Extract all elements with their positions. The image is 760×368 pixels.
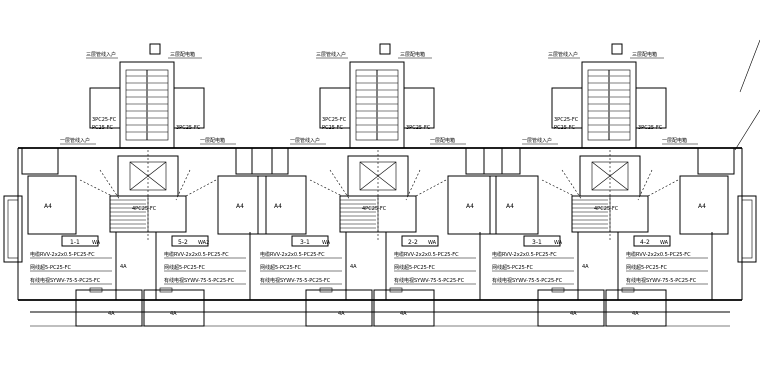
tag-right-code: WA [428, 240, 437, 246]
riser-label-left: 3PC25-FC [322, 117, 347, 123]
cable-line-right-1: 电缆RVV-2x2x0.5-PC25-FC [394, 251, 459, 258]
tag-left-text: 3-1 [300, 239, 310, 246]
room-left [257, 175, 307, 235]
top-label-left: 三层管线入户 [86, 51, 116, 58]
room-mid-label: 4A [582, 264, 589, 270]
top-label-right: 三层配电箱 [170, 51, 195, 58]
balcony-right [143, 289, 205, 327]
wiring [79, 150, 217, 240]
cable-line-left-2: 网线超5-PC25-FC [492, 264, 534, 271]
tag-right-text: 4-2 [640, 239, 650, 246]
bottom-room-left: 4A [570, 311, 577, 317]
balcony-left [537, 289, 605, 327]
room-label-left: A4 [274, 203, 282, 210]
floor-label-right: 一层配电箱 [662, 137, 687, 144]
cable-line-left-1: 电缆RVV-2x2x0.5-PC25-FC [492, 251, 557, 258]
tag-right [401, 235, 439, 247]
room-left [27, 175, 77, 235]
riser-label-right: 3PC25-FC [638, 125, 663, 131]
top-label-left: 三层管线入户 [548, 51, 578, 58]
tag-left-code: WA [92, 240, 101, 246]
panel-box [379, 43, 391, 55]
tag-right-text: 2-2 [408, 239, 418, 246]
cable-line-left-2: 网线超5-PC25-FC [260, 264, 302, 271]
floor-label-left: 一层管线入户 [60, 137, 90, 144]
room-label-left: A4 [506, 203, 514, 210]
bottom-room-right: 4A [400, 311, 407, 317]
tag-left [291, 235, 329, 247]
room-right [447, 175, 497, 235]
balcony-left [75, 289, 143, 327]
wiring [541, 150, 679, 240]
cable-line-right-2: 网线超5-PC25-FC [164, 264, 206, 271]
panel-box [611, 43, 623, 55]
cable-line-left-3: 有线电视SYWV-75-5-PC25-FC [492, 277, 563, 284]
balcony-right [605, 289, 667, 327]
bottom-room-left: 4A [338, 311, 345, 317]
cable-line-right-2: 网线超5-PC25-FC [394, 264, 436, 271]
riser-label-center: 4PC25-FC [362, 206, 387, 212]
room-left [489, 175, 539, 235]
unit-1: 三层管线入户 三层配电箱 3PC25-FC PC25-FC 3PC25-FC 一层管线入户… [21, 43, 273, 327]
tag-right-text: 5-2 [178, 239, 188, 246]
tag-right-code: WA2 [198, 240, 209, 246]
top-label-left: 三层管线入户 [316, 51, 346, 58]
bottom-room-right: 4A [632, 311, 639, 317]
room-label-right: A4 [466, 203, 474, 210]
tag-right [171, 235, 209, 247]
tag-left-text: 1-1 [70, 239, 80, 246]
cable-line-right-3: 有线电视SYWV-75-5-PC25-FC [626, 277, 697, 284]
room-label-left: A4 [44, 203, 52, 210]
cable-line-right-3: 有线电视SYWV-75-5-PC25-FC [394, 277, 465, 284]
panel-box [149, 43, 161, 55]
room-label-right: A4 [698, 203, 706, 210]
bottom-room-left: 4A [108, 311, 115, 317]
cable-line-left-1: 电缆RVV-2x2x0.5-PC25-FC [260, 251, 325, 258]
tag-left-code: WA [554, 240, 563, 246]
tag-left [523, 235, 561, 247]
top-label-right: 三层配电箱 [400, 51, 425, 58]
tag-left-code: WA [322, 240, 331, 246]
cable-line-right-1: 电缆RVV-2x2x0.5-PC25-FC [164, 251, 229, 258]
tag-left [61, 235, 99, 247]
tag-right [633, 235, 671, 247]
unit-2: 三层管线入户 三层配电箱 3PC25-FC PC25-FC 3PC25-FC 一层管线入户… [251, 43, 503, 327]
unit-3: 三层管线入户 三层配电箱 3PC25-FC PC25-FC 3PC25-FC 一层管线入户… [483, 43, 735, 327]
cable-line-left-3: 有线电视SYWV-75-5-PC25-FC [260, 277, 331, 284]
room-mid-label: 4A [350, 264, 357, 270]
cable-line-left-1: 电缆RVV-2x2x0.5-PC25-FC [30, 251, 95, 258]
cable-line-right-2: 网线超5-PC25-FC [626, 264, 668, 271]
riser-label-right: 3PC25-FC [176, 125, 201, 131]
floor-label-left: 一层管线入户 [290, 137, 320, 144]
floor-label-left: 一层管线入户 [522, 137, 552, 144]
top-label-right: 三层配电箱 [632, 51, 657, 58]
riser-label-center: 4PC25-FC [132, 206, 157, 212]
riser-label-left-2: PC25-FC [92, 125, 114, 131]
riser-label-center: 4PC25-FC [594, 206, 619, 212]
riser-label-left-2: PC25-FC [322, 125, 344, 131]
cable-line-right-1: 电缆RVV-2x2x0.5-PC25-FC [626, 251, 691, 258]
balcony-left [305, 289, 373, 327]
floor-label-right: 一层配电箱 [430, 137, 455, 144]
balcony-right [373, 289, 435, 327]
wiring [309, 150, 447, 240]
cable-line-left-2: 网线超5-PC25-FC [30, 264, 72, 271]
floor-label-right: 一层配电箱 [200, 137, 225, 144]
room-right [217, 175, 267, 235]
room-mid-label: 4A [120, 264, 127, 270]
tag-left-text: 3-1 [532, 239, 542, 246]
tag-right-code: WA [660, 240, 669, 246]
bottom-room-right: 4A [170, 311, 177, 317]
cable-line-left-3: 有线电视SYWV-75-5-PC25-FC [30, 277, 101, 284]
room-label-right: A4 [236, 203, 244, 210]
riser-label-right: 3PC25-FC [406, 125, 431, 131]
riser-label-left-2: PC25-FC [554, 125, 576, 131]
room-right [679, 175, 729, 235]
cable-line-right-3: 有线电视SYWV-75-5-PC25-FC [164, 277, 235, 284]
riser-label-left: 3PC25-FC [554, 117, 579, 123]
riser-label-left: 3PC25-FC [92, 117, 117, 123]
